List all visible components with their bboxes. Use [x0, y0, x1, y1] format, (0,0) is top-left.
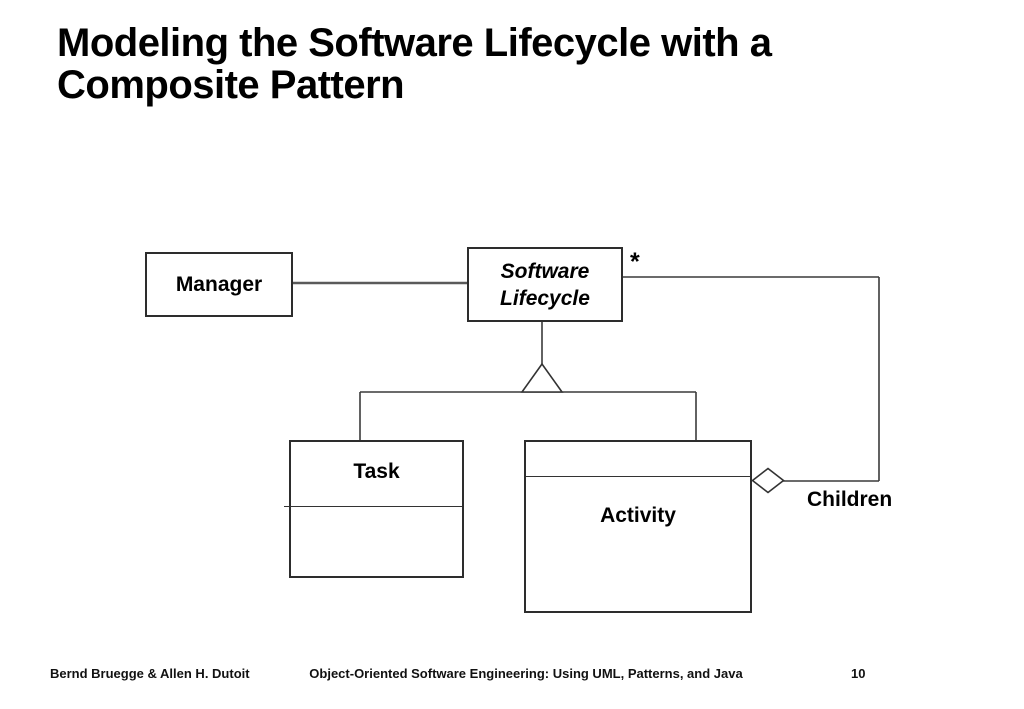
generalization-triangle-icon: [520, 362, 564, 393]
class-name-activity: Activity: [600, 504, 676, 527]
task-compartment-divider: [284, 506, 462, 507]
multiplicity-star-label: *: [630, 248, 640, 276]
footer-authors: Bernd Bruegge & Allen H. Dutoit: [50, 666, 250, 681]
aggregation-diamond-icon: [751, 467, 785, 494]
class-box-activity: Activity: [524, 440, 752, 613]
class-name-manager: Manager: [175, 272, 263, 296]
activity-compartment-divider: [526, 476, 750, 477]
slide-title: Modeling the Software Lifecycle with a C…: [57, 21, 772, 107]
class-name-software-lifecycle: Software Lifecycle: [500, 259, 590, 310]
class-box-software-lifecycle: Software Lifecycle: [467, 247, 623, 322]
footer-book-title: Object-Oriented Software Engineering: Us…: [309, 666, 743, 681]
class-name-task: Task: [353, 460, 400, 483]
class-box-manager: Manager: [145, 252, 293, 317]
class-box-task: Task: [284, 440, 464, 578]
footer-page-number: 10: [851, 666, 866, 681]
children-role-label: Children: [807, 488, 893, 511]
